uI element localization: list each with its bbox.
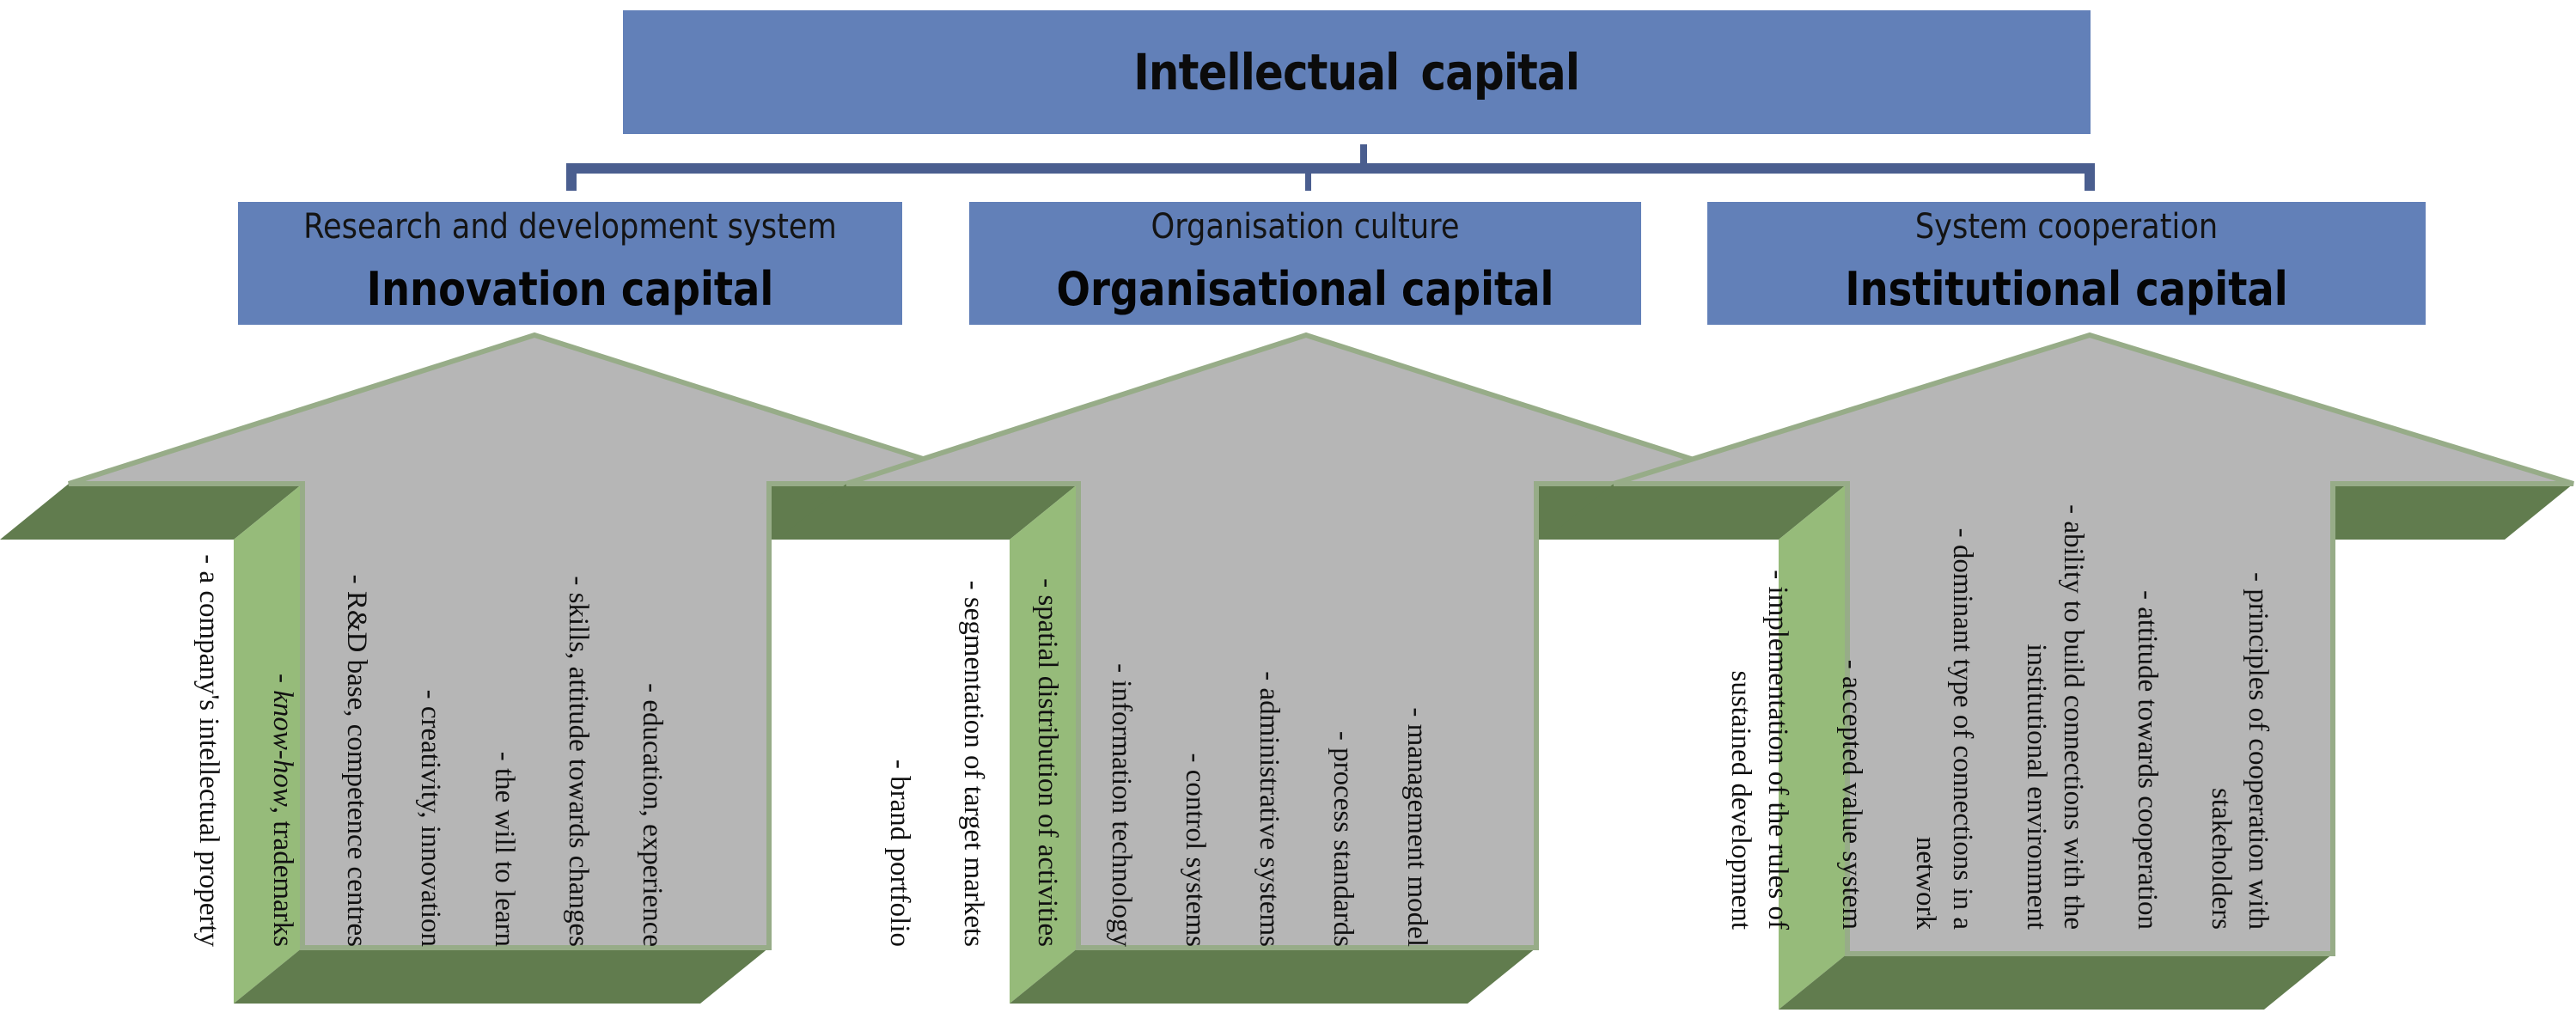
root-title: Intellectual capital xyxy=(1133,43,1581,101)
connector-drop-organisational xyxy=(1305,163,1311,191)
extrusion-left-shoulder xyxy=(1545,484,1847,540)
connector-drop-innovation xyxy=(566,163,577,191)
connector-horizontal-bar xyxy=(566,163,2095,174)
extrusion-bottom xyxy=(234,948,769,1004)
italic-term: know-how xyxy=(267,690,298,807)
arrow-front-face xyxy=(1613,332,2574,956)
list-item: - attitude towards cooperation xyxy=(2132,590,2163,930)
extrusion-shaft-side xyxy=(234,484,302,1004)
branch-subtitle: Organisation culture xyxy=(1151,207,1460,247)
arrow-text-organisational: - management model - process standards -… xyxy=(844,483,1472,947)
branch-heading: Institutional capital xyxy=(1845,262,2288,316)
list-item: - skills, attitude towards changes xyxy=(563,576,594,947)
list-item: - brand portfolio xyxy=(884,759,915,947)
list-item: - administrative systems xyxy=(1254,671,1285,947)
connector-root-drop xyxy=(1360,144,1367,165)
extrusion-shaft-side xyxy=(1779,484,1847,1010)
branch-heading: Organisational capital xyxy=(1056,262,1554,316)
list-item: - dominant type of connections in a netw… xyxy=(1910,528,1978,930)
list-item: - management model xyxy=(1401,707,1432,947)
arrow-text-innovation: - education, experience - skills, attitu… xyxy=(153,483,707,947)
arrow-institutional xyxy=(1545,332,2574,1010)
list-item: - control systems xyxy=(1180,753,1211,947)
list-item: - information technology xyxy=(1106,663,1137,947)
branch-heading: Innovation capital xyxy=(366,262,774,316)
list-item: - principles of cooperation with stakeho… xyxy=(2206,571,2274,930)
extrusion-shaft-side xyxy=(1010,484,1078,1004)
extrusion-right-shoulder xyxy=(2264,484,2573,540)
branch-subtitle: System cooperation xyxy=(1914,207,2219,247)
extrusion-bottom xyxy=(1010,948,1536,1004)
list-item: - implementation of the rules of sustain… xyxy=(1725,570,1793,930)
branch-subtitle: Research and development system xyxy=(303,207,837,247)
list-item: - ability to build connections with the … xyxy=(2021,504,2089,930)
list-item: - creativity, innovation xyxy=(415,689,446,947)
root-box-intellectual-capital: Intellectual capital xyxy=(623,10,2091,134)
list-item: - spatial distribution of activities xyxy=(1032,578,1063,947)
list-item: - the will to learn xyxy=(489,751,520,947)
list-item: - education, experience xyxy=(637,683,668,947)
list-item: - a company's intellectual property xyxy=(193,554,224,947)
list-item: - R&D base, competence centres xyxy=(341,574,372,947)
list-item: - process standards xyxy=(1328,730,1358,947)
list-item: - segmentation of target markets xyxy=(958,580,989,947)
extrusion-bottom xyxy=(1779,954,2333,1010)
branch-box-innovation-capital: Research and development system Innovati… xyxy=(238,202,902,325)
extrusion-left-shoulder xyxy=(0,484,302,540)
extrusion-left-shoulder xyxy=(778,484,1078,540)
arrow-text-institutional: - principles of cooperation with stakeho… xyxy=(1685,483,2313,930)
list-item: - know-how, trademarks xyxy=(267,673,298,947)
connector-drop-institutional xyxy=(2085,163,2095,191)
list-item: - accepted value system xyxy=(1836,659,1867,930)
